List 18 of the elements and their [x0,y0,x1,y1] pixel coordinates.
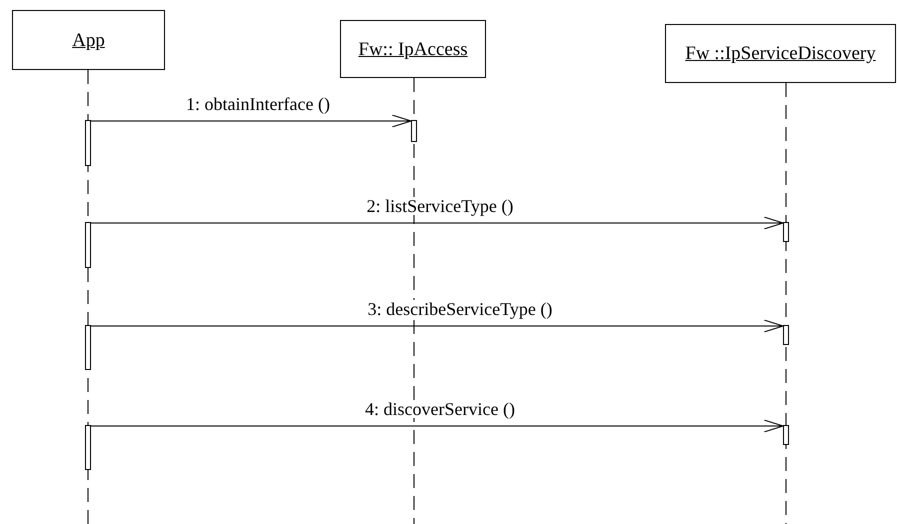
message-arrow [90,320,784,332]
activation-bar [411,120,417,142]
message-arrow [90,420,784,432]
object-box [665,24,896,83]
activation-bar [783,325,789,345]
activation-bar [783,425,789,445]
activation-bar [85,222,91,268]
object-name: Fw ::IpServiceDiscovery [685,44,876,63]
object-name: App [72,30,105,50]
message-arrow [90,216,784,230]
object-name: Fw:: IpAccess [358,40,468,58]
activation-bar [85,325,91,370]
object-box [12,10,165,70]
object-box [340,20,486,78]
activation-bar [783,222,789,242]
message-arrow [90,114,412,128]
activation-bar [85,120,91,166]
activation-bar [85,425,91,470]
